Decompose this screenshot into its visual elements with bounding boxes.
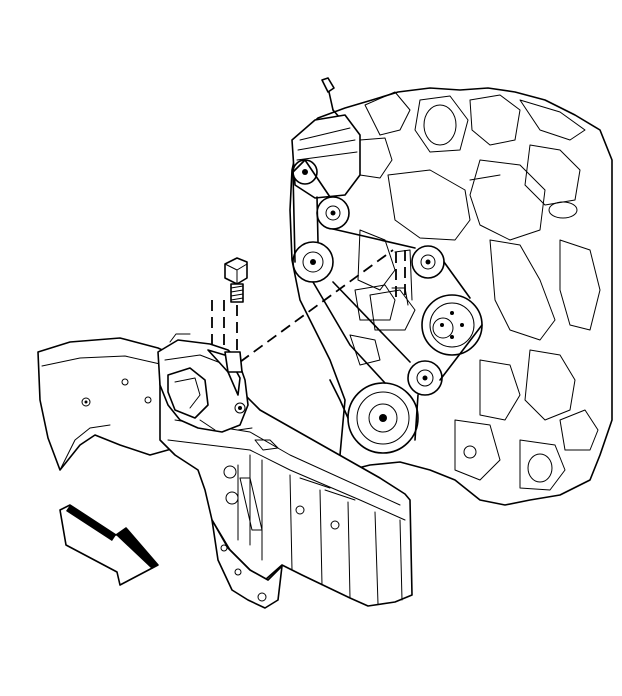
engine-mount: [158, 334, 248, 432]
drive-belt: [293, 160, 482, 440]
water-pump-pulley: [422, 295, 482, 355]
alternator: [292, 115, 360, 198]
engine-assembly: [290, 78, 612, 505]
lower-idler-pulley: [408, 361, 442, 395]
belt-tensioner: [412, 246, 444, 278]
power-steering-pulley: [293, 242, 333, 282]
crankshaft-pulley: [348, 383, 418, 453]
direction-arrow: [60, 505, 158, 585]
mount-bolt: [225, 258, 247, 302]
alignment-lines: [212, 250, 405, 362]
